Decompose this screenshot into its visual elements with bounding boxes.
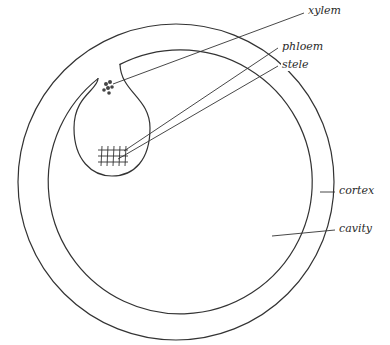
part-label: phloem [281, 41, 324, 53]
part-label: cortex [338, 185, 375, 197]
cavity-outline [48, 50, 312, 314]
part-label: xylem [307, 5, 342, 17]
outer-outline [18, 24, 334, 340]
stele-outline [74, 64, 150, 176]
part-label: cavity [338, 223, 373, 235]
part-label: stele [281, 59, 310, 71]
leader-lines [113, 13, 335, 236]
xylem-dots [102, 80, 114, 95]
